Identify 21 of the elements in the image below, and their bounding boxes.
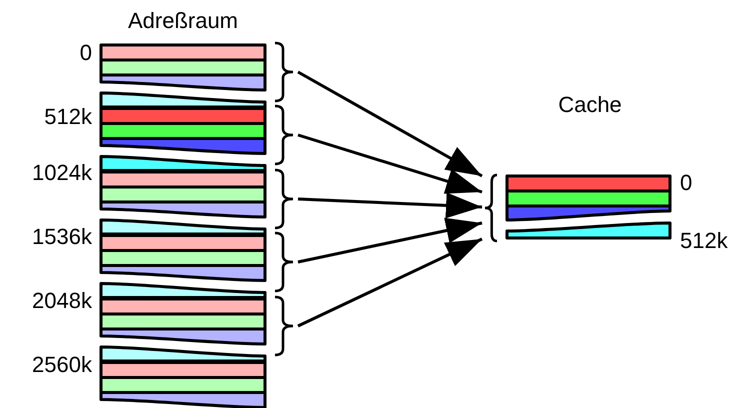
address-label: 1536k [32, 226, 92, 248]
curly-brace [274, 42, 294, 102]
curly-brace [274, 232, 294, 292]
curly-brace [274, 169, 294, 229]
arrow [298, 218, 482, 264]
arrow [298, 134, 482, 194]
address-label: 2560k [32, 354, 92, 376]
heading: Cache [558, 94, 622, 116]
arrow [297, 238, 483, 328]
heading: Adreßraum [128, 10, 238, 32]
address-label: 2048k [32, 290, 92, 312]
curly-brace [274, 296, 294, 356]
curly-brace [274, 105, 294, 165]
address-label: 1024k [32, 162, 92, 184]
arrow [297, 70, 483, 178]
address-label: 0 [680, 172, 692, 194]
address-label: 512k [680, 230, 728, 252]
address-label: 512k [44, 106, 92, 128]
arrow [298, 192, 482, 218]
curly-brace [484, 174, 498, 242]
address-label: 0 [80, 42, 92, 64]
